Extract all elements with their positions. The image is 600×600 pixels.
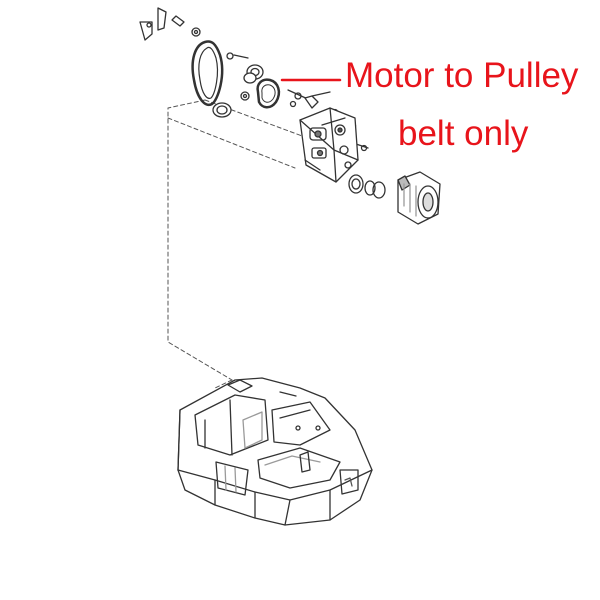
callout-label-line1: Motor to Pulley (345, 56, 579, 95)
motor (397, 171, 441, 225)
top-bracket (139, 7, 201, 41)
pulley-gears (212, 52, 264, 118)
gearbox-housing (299, 107, 359, 183)
callout-label-line2: belt only (398, 114, 529, 153)
bearing-rings (348, 174, 386, 199)
drive-belt (191, 40, 224, 107)
motor-pulley-belt (256, 78, 281, 109)
base-housing (177, 377, 373, 526)
